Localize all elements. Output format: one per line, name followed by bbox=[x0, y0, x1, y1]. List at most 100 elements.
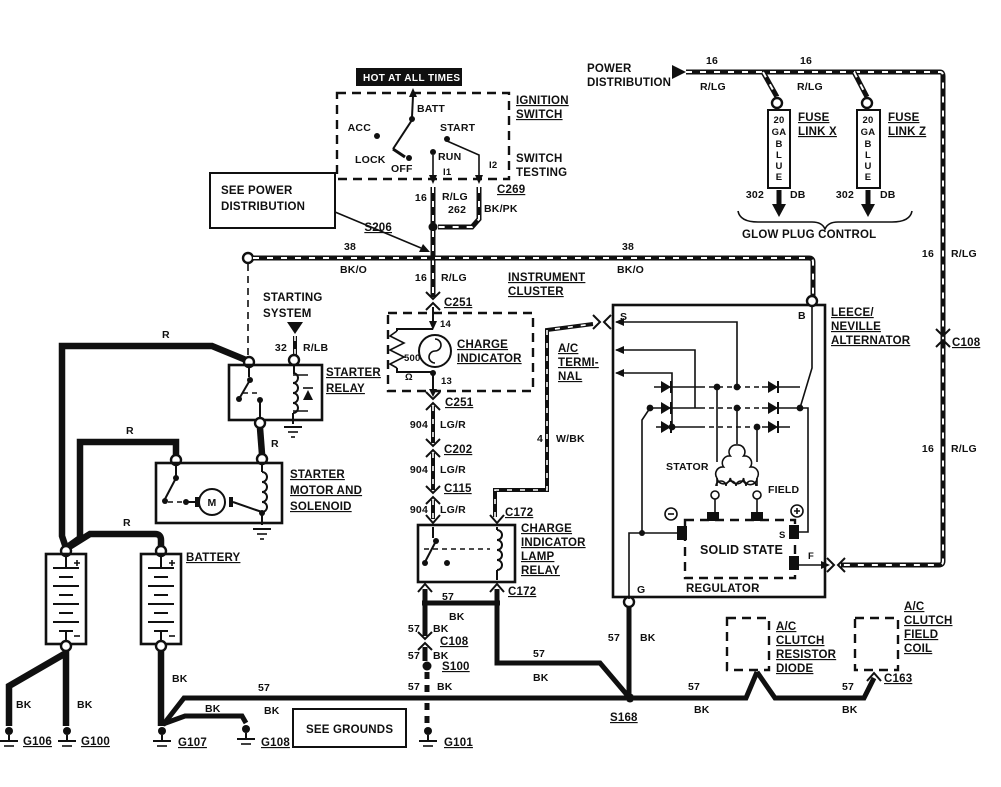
wire-gauge: 38 bbox=[344, 241, 356, 253]
terminal-s-label: S bbox=[620, 311, 627, 323]
alt-b-terminal bbox=[805, 294, 819, 308]
ignition-switch-box bbox=[335, 91, 511, 181]
fuse-link-z-terminal bbox=[860, 96, 874, 110]
splice-s100 bbox=[422, 661, 432, 671]
wire-color: R bbox=[123, 517, 131, 529]
connector-c115-label: C115 bbox=[444, 483, 472, 495]
wire-color: LG/R bbox=[440, 504, 466, 516]
ground-g107-icon bbox=[152, 726, 172, 747]
power-bus-wire bbox=[686, 69, 946, 568]
svg-text:B: B bbox=[775, 139, 782, 150]
splice-s168-label: S168 bbox=[610, 712, 638, 724]
lamp-relay-box bbox=[416, 523, 517, 584]
alternator-label3: ALTERNATOR bbox=[831, 335, 911, 347]
svg-text:20: 20 bbox=[774, 115, 785, 126]
wire-gauge: 16 bbox=[706, 55, 718, 67]
wire-color: BK bbox=[433, 650, 449, 662]
wire-color: R bbox=[162, 329, 170, 341]
left-arrow-icon bbox=[615, 318, 624, 326]
wire-color: R/LB bbox=[303, 342, 329, 354]
ignition-switch: HOT AT ALL TIMES IGNITION SWITCH SWITCH … bbox=[335, 68, 569, 297]
ac-terminal-label2: TERMI- bbox=[558, 357, 599, 369]
starter-motor-solenoid: STARTER MOTOR AND SOLENOID M bbox=[154, 452, 362, 540]
alternator: B S G LEECE/ NEVILLE ALTERNATOR STATOR F… bbox=[611, 294, 911, 609]
splice-s206-label: S206 bbox=[364, 222, 392, 234]
bulb-filament-icon bbox=[428, 338, 442, 364]
wire-circuit: 904 bbox=[410, 464, 428, 476]
connector-c108-label: C108 bbox=[440, 636, 469, 648]
fuse-link-x-terminal bbox=[770, 96, 784, 110]
wire-color: BK bbox=[77, 699, 93, 711]
alternator-label2: NEVILLE bbox=[831, 321, 881, 333]
wire-color: R/LG bbox=[951, 443, 977, 455]
connector-c108-label: C108 bbox=[952, 337, 981, 349]
see-power-distribution-note: SEE POWER DISTRIBUTION bbox=[209, 172, 430, 252]
see-power-label2: DISTRIBUTION bbox=[221, 201, 305, 213]
power-feed-arrow-icon bbox=[672, 65, 686, 79]
bko-bus: 38 BK/O 38 BK/O bbox=[241, 241, 816, 355]
minus-terminal-icon bbox=[664, 507, 678, 521]
pin-14-label: 14 bbox=[440, 319, 451, 330]
svg-text:20: 20 bbox=[863, 115, 874, 126]
instrument-cluster-label: INSTRUMENT bbox=[508, 272, 585, 284]
ground-g100-label: G100 bbox=[81, 736, 110, 748]
wire-gauge: 302 bbox=[746, 189, 764, 201]
wire-circuit: 57 bbox=[258, 682, 270, 694]
svg-text:E: E bbox=[865, 172, 872, 183]
battery-jumper-wire bbox=[64, 530, 165, 552]
fuse-link-x-text: 20 GA B L U E bbox=[772, 115, 786, 183]
ac-clutch-coil-label4: COIL bbox=[904, 643, 932, 655]
charge-indicator-bulb bbox=[418, 334, 452, 368]
wire-circuit: 904 bbox=[410, 419, 428, 431]
wire-gauge: 16 bbox=[415, 192, 427, 204]
wire-gauge: 302 bbox=[836, 189, 854, 201]
wire-gauge: 16 bbox=[922, 248, 934, 260]
battery-to-relay-wire bbox=[58, 342, 248, 550]
see-power-box bbox=[209, 172, 336, 229]
wire-circuit: 57 bbox=[533, 648, 545, 660]
wire-circuit: 57 bbox=[408, 681, 420, 693]
starter-motor-label: STARTER bbox=[290, 469, 345, 481]
resistor-unit: Ω bbox=[405, 372, 413, 383]
stator-label: STATOR bbox=[666, 461, 709, 473]
wire-color: R/LG bbox=[700, 81, 726, 93]
g107-to-s168-wire bbox=[161, 695, 626, 727]
reg-s-terminal-label: S bbox=[779, 530, 786, 541]
down-arrow-icon bbox=[475, 175, 483, 184]
connector-c202-label: C202 bbox=[444, 444, 472, 456]
alternator-box bbox=[611, 303, 827, 599]
terminal-b-label: B bbox=[798, 310, 806, 322]
wire-circuit: 57 bbox=[408, 650, 420, 662]
starter-relay: STARTER RELAY R bbox=[227, 353, 381, 455]
fuse-link-z-label2: LINK Z bbox=[888, 126, 926, 138]
wire-circuit: 57 bbox=[408, 623, 420, 635]
fuse-link-x-label: FUSE bbox=[798, 112, 830, 124]
ac-clutch-diode-label4: DIODE bbox=[776, 663, 814, 675]
hot-banner bbox=[356, 68, 462, 86]
ac-terminal-label: A/C bbox=[558, 343, 578, 355]
wire-circuit: 904 bbox=[410, 504, 428, 516]
lamp-relay-label4: RELAY bbox=[521, 565, 560, 577]
regulator-label: REGULATOR bbox=[686, 583, 760, 595]
wire-color: R/LG bbox=[951, 248, 977, 260]
diode-icon bbox=[303, 390, 313, 400]
start-position-label: START bbox=[440, 122, 476, 134]
starter-relay-box bbox=[227, 363, 324, 422]
pin-13-label: 13 bbox=[441, 376, 452, 387]
battery1 bbox=[44, 552, 88, 646]
relay-to-s168-wire bbox=[494, 603, 630, 698]
power-distribution-label2: DISTRIBUTION bbox=[587, 77, 671, 89]
ground-g108-label: G108 bbox=[261, 737, 290, 749]
battery1-negative-terminal bbox=[59, 639, 73, 653]
ac-clutch-resistor-diode-box bbox=[725, 616, 771, 672]
field-winding bbox=[710, 478, 762, 513]
ground-wires: BK BK G106 G100 BK G107 BK G108 bbox=[0, 650, 290, 749]
wire-color: BK/PK bbox=[484, 203, 518, 215]
wire-gauge: 16 bbox=[800, 55, 812, 67]
starter-relay-label: STARTER bbox=[326, 367, 381, 379]
wire-color: BK bbox=[433, 623, 449, 635]
lock-position-label: LOCK bbox=[355, 154, 386, 166]
starting-system-label: STARTING bbox=[263, 292, 323, 304]
wire-color: BK bbox=[694, 704, 710, 716]
instrument-cluster: C251 INSTRUMENT CLUSTER CHARGE INDICATOR… bbox=[386, 272, 585, 519]
